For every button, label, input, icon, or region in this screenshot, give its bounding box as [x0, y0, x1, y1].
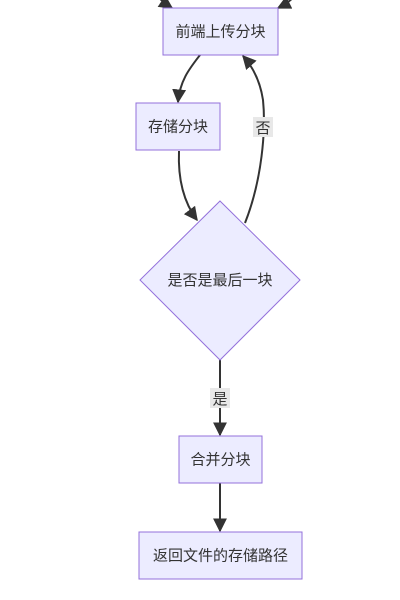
- edge-label-yes-text: 是: [212, 390, 227, 408]
- edge-label-yes: 是: [210, 388, 230, 408]
- edge-label-no-text: 否: [255, 119, 270, 137]
- edge-decision-to-upload: [242, 54, 265, 224]
- edge-incoming-left: [157, 0, 174, 9]
- node-upload-label: 前端上传分块: [175, 23, 265, 41]
- node-merge-label: 合并分块: [190, 451, 250, 469]
- edge-upload-to-store: [172, 54, 201, 104]
- edge-store-to-decision: [177, 150, 198, 222]
- node-merge: 合并分块: [178, 435, 263, 484]
- node-store: 存储分块: [135, 102, 221, 151]
- edge-incoming-right: [276, 0, 293, 9]
- node-decision-label: 是否是最后一块: [167, 271, 272, 289]
- node-return: 返回文件的存储路径: [138, 531, 303, 580]
- node-upload: 前端上传分块: [162, 7, 279, 56]
- node-decision: 是否是最后一块: [139, 200, 301, 361]
- node-return-label: 返回文件的存储路径: [153, 547, 288, 565]
- node-store-label: 存储分块: [148, 118, 208, 136]
- edge-label-no: 否: [253, 117, 273, 137]
